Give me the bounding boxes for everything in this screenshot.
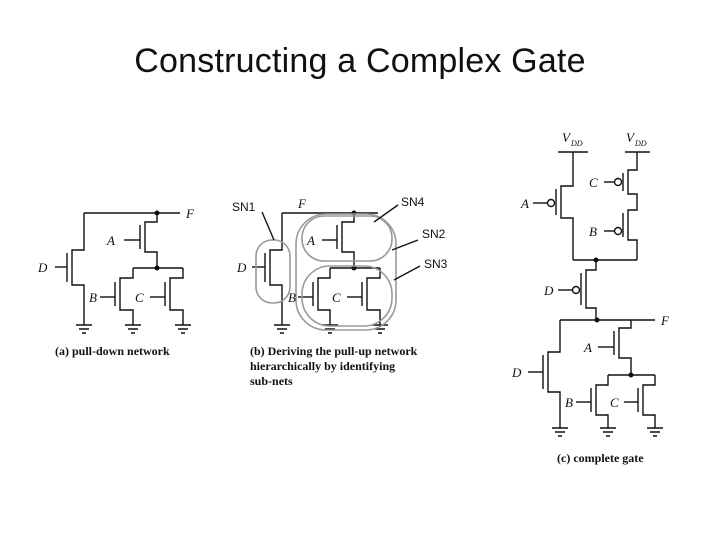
subnet-outline-sn3 [301,265,393,327]
label-c-nmos: C [610,395,619,410]
label-b-b: B [288,290,296,305]
label-vdd-left-sub: DD [570,139,583,148]
subnet-outline-sn2 [295,213,397,331]
label-c-pmos: C [589,175,598,190]
label-a-a: A [106,233,115,248]
complete-gate-c: V DD V DD A C B D F A D B C (c) complete… [511,130,670,465]
label-a-nmos: A [583,340,592,355]
label-d-nmos: D [511,365,522,380]
label-b-pmos: B [589,224,597,239]
label-sn2: SN2 [422,227,446,241]
slide-title: Constructing a Complex Gate [134,42,586,80]
caption-b-line2: hierarchically by identifying [250,359,395,373]
label-a-pmos: A [520,196,529,211]
label-c-a: C [135,290,144,305]
label-a-b: A [306,233,315,248]
caption-c: (c) complete gate [557,451,644,465]
label-vdd-right-sub: DD [634,139,647,148]
label-f-b: F [297,196,307,211]
label-f-c: F [660,313,670,328]
label-f-a: F [185,206,195,221]
label-sn3: SN3 [424,257,448,271]
subnet-outline-sn1 [255,239,291,304]
label-d-pmos: D [543,283,554,298]
pull-up-derivation-b: F A D B C SN1 SN4 SN2 SN3 (b) Deriving t… [232,195,448,388]
label-vdd-right: V [626,130,636,145]
label-b-a: B [89,290,97,305]
label-b-nmos: B [565,395,573,410]
pull-down-network-a: F A D B C (a) pull-down network [37,206,195,358]
subnet-outline-sn4 [301,215,393,262]
label-vdd-left: V [562,130,572,145]
label-sn1: SN1 [232,200,256,214]
label-d-a: D [37,260,48,275]
label-d-b: D [236,260,247,275]
label-c-b: C [332,290,341,305]
caption-a: (a) pull-down network [55,344,170,358]
label-sn4: SN4 [401,195,425,209]
caption-b-line3: sub-nets [250,374,293,388]
caption-b-line1: (b) Deriving the pull-up network [250,344,418,358]
